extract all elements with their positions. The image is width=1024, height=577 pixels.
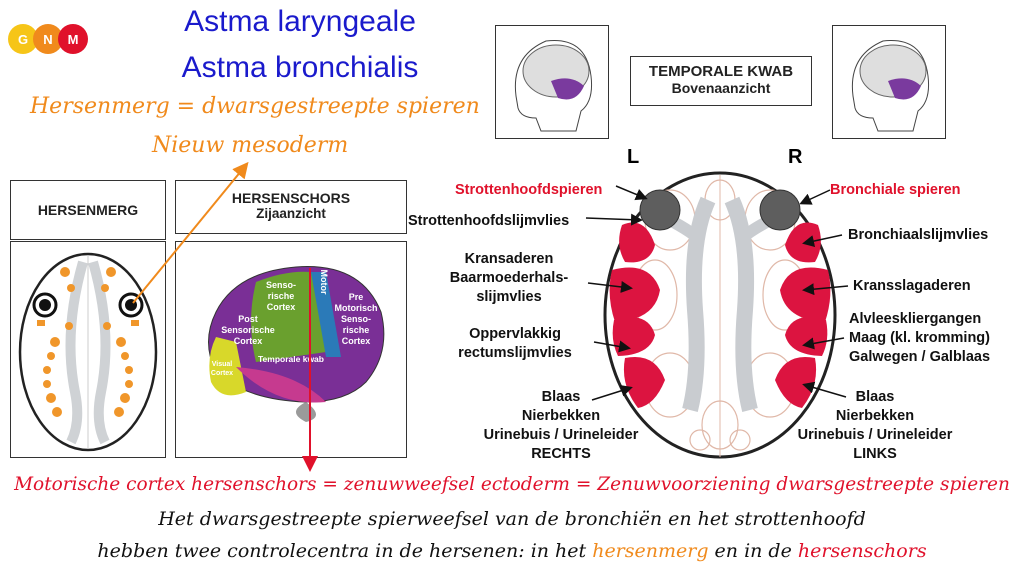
- blaas-left-l3: Urinebuis / Urineleider: [483, 427, 639, 443]
- bottom-hersenschors: hersenschors: [797, 540, 927, 562]
- cortex-motor: Motor: [319, 270, 329, 295]
- cortex-visual-2: Cortex: [211, 370, 233, 377]
- cortex-post-3: Cortex: [234, 336, 263, 346]
- hersenschors-subtitle: Zijaanzicht: [256, 206, 326, 221]
- blaas-left-l1: Blaas: [541, 389, 581, 405]
- hersenschors-diagram: Senso- rische Cortex Motor Pre Motorisch…: [175, 241, 407, 458]
- label-strottenhoofdslijmvlies: Strottenhoofdslijmvlies: [408, 213, 570, 229]
- cortex-pre-1: Pre: [349, 292, 364, 302]
- bottom-line2: Het dwarsgestreepte spierweefsel van de …: [158, 508, 866, 530]
- label-bronchiaalslijmvlies: Bronchiaalslijmvlies: [848, 227, 989, 243]
- label-kransslagaderen: Kransslagaderen: [853, 278, 971, 294]
- blaas-right-l1: Blaas: [855, 389, 895, 405]
- side-right-label: R: [788, 146, 803, 168]
- kransaderen-l1: Kransaderen: [464, 251, 554, 267]
- hersenmerg-svg: [18, 252, 158, 452]
- orange-note-2: Nieuw mesoderm: [152, 133, 349, 158]
- alvlees-l2: Maag (kl. kromming): [849, 330, 990, 346]
- cortex-visual-1: Visual: [212, 361, 233, 368]
- side-left-label: L: [627, 146, 640, 168]
- oppervlakkig-l2: rectumslijmvlies: [458, 345, 572, 361]
- kransaderen-l3: slijmvlies: [476, 289, 542, 305]
- bottom-hersenmerg: hersenmerg: [592, 540, 709, 562]
- oppervlakkig-l1: Oppervlakkig: [469, 326, 561, 342]
- label-oppervlakkig: Oppervlakkig rectumslijmvlies: [440, 325, 590, 363]
- cortex-pre-5: Cortex: [342, 336, 371, 346]
- label-kransaderen: Kransaderen Baarmoederhals- slijmvlies: [434, 250, 584, 307]
- label-blaas-right: Blaas Nierbekken Urinebuis / Urineleider…: [780, 388, 970, 464]
- bottom-red-line: Motorische cortex hersenschors = zenuwwe…: [14, 474, 1010, 495]
- orange-note-1: Hersenmerg = dwarsgestreepte spieren: [30, 94, 480, 119]
- temporale-subtitle: Bovenaanzicht: [671, 80, 771, 96]
- cortex-pre-3: Senso-: [341, 314, 371, 324]
- bottom-line3-b: en in de: [708, 540, 798, 562]
- temporale-title: TEMPORALE KWAB: [648, 63, 794, 80]
- cortex-sens-3: Cortex: [267, 302, 296, 312]
- head-left-illustration: [495, 25, 609, 139]
- logo-dot-m: M: [58, 24, 88, 54]
- hersenschors-title: HERSENSCHORS: [231, 190, 351, 206]
- label-strottenhoofdspieren: Strottenhoofdspieren: [455, 182, 603, 198]
- alvlees-l1: Alvleeskliergangen: [849, 311, 982, 327]
- cortex-temporale: Temporale kwab: [258, 354, 324, 364]
- gnm-logo: G N M: [8, 24, 108, 56]
- alvlees-l3: Galwegen / Galblaas: [849, 349, 991, 365]
- title-line1: Astma laryngeale: [184, 5, 416, 38]
- cortex-post-1: Post: [238, 314, 258, 324]
- blaas-left-l2: Nierbekken: [521, 408, 601, 424]
- kransaderen-l2: Baarmoederhals-: [449, 270, 569, 286]
- blaas-right-l4: LINKS: [853, 446, 897, 462]
- bottom-line3: hebben twee controlecentra in de hersene…: [0, 540, 1024, 562]
- cortex-pre-4: rische: [343, 325, 370, 335]
- blaas-right-l3: Urinebuis / Urineleider: [797, 427, 953, 443]
- label-alvleeskliergangen: Alvleeskliergangen Maag (kl. kromming) G…: [849, 310, 990, 367]
- title-line2: Astma bronchialis: [181, 51, 419, 84]
- label-bronchiale-spieren: Bronchiale spieren: [830, 182, 961, 198]
- cortex-post-2: Sensorische: [221, 325, 275, 335]
- temporale-label-box: TEMPORALE KWAB Bovenaanzicht: [630, 56, 812, 106]
- head-right-illustration: [832, 25, 946, 139]
- bottom-line3-a: hebben twee controlecentra in de hersene…: [97, 540, 593, 562]
- cortex-sens-2: rische: [268, 291, 295, 301]
- blaas-left-l4: RECHTS: [531, 446, 591, 462]
- temporale-diagram: [603, 171, 837, 459]
- hersenmerg-diagram: [10, 241, 166, 458]
- hersenschors-label-box: HERSENSCHORS Zijaanzicht: [175, 180, 407, 234]
- blaas-right-l2: Nierbekken: [835, 408, 915, 424]
- cortex-svg: Senso- rische Cortex Motor Pre Motorisch…: [208, 266, 385, 422]
- cortex-sens-1: Senso-: [266, 280, 296, 290]
- label-blaas-left: Blaas Nierbekken Urinebuis / Urineleider…: [466, 388, 656, 464]
- cortex-pre-2: Motorisch: [334, 303, 377, 313]
- hersenmerg-label-box: HERSENMERG: [10, 180, 166, 240]
